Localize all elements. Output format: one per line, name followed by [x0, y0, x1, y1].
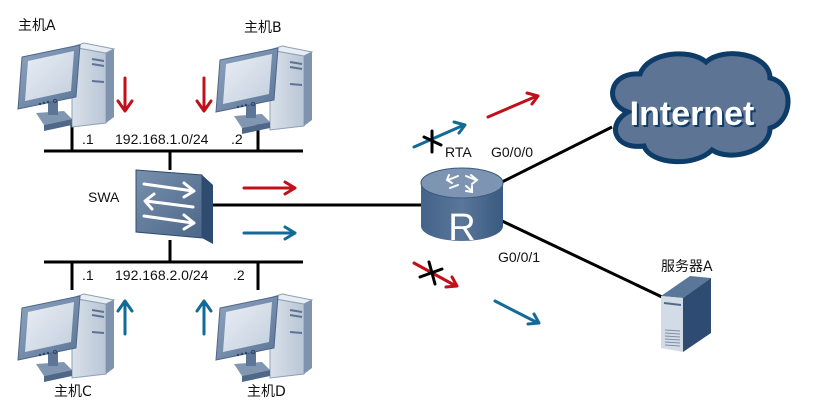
host-b-flow-arrow	[195, 76, 213, 113]
router-letter: R	[448, 207, 475, 249]
host-c-label: 主机C	[54, 384, 92, 400]
host-d[interactable]: 主机D	[215, 293, 313, 400]
flow-arrows	[116, 76, 541, 336]
router-arrows-icon	[445, 174, 479, 194]
server-red-arrow	[412, 261, 459, 289]
server-blue-arrow	[493, 299, 541, 326]
switch-out-blue-arrow	[242, 225, 297, 241]
blocked-blue-x-icon	[422, 129, 443, 154]
host-d-flow-arrow	[195, 299, 213, 336]
lan-bottom-right-suffix: .2	[233, 267, 245, 283]
internet-cloud[interactable]: Internet Internet	[610, 51, 791, 165]
router-internet-link	[499, 125, 613, 185]
lan-top-subnet: 192.168.1.0/24	[115, 131, 209, 147]
switch-swa[interactable]: SWA	[88, 169, 213, 244]
router-rta[interactable]: R RTA G0/0/0 G0/0/1	[420, 144, 540, 265]
server-a[interactable]: 服务器A	[661, 259, 713, 352]
lan-bottom-left-suffix: .1	[82, 267, 94, 283]
switch-arrows-icon	[142, 181, 196, 231]
host-b-label: 主机B	[244, 20, 282, 36]
router-label: RTA	[445, 144, 472, 160]
host-c-flow-arrow	[116, 299, 134, 336]
server-label: 服务器A	[661, 259, 713, 275]
internet-blue-arrow	[412, 120, 467, 149]
links	[44, 122, 663, 299]
switch-label: SWA	[88, 189, 120, 205]
host-b[interactable]: 主机B	[215, 20, 313, 135]
lan-bottom-subnet: 192.168.2.0/24	[115, 267, 209, 283]
host-a-label: 主机A	[18, 18, 56, 34]
internet-red-arrow	[486, 91, 540, 119]
host-a-flow-arrow	[116, 76, 134, 113]
internet-label-fg: Internet	[630, 95, 755, 133]
host-c[interactable]: 主机C	[17, 293, 115, 400]
internet-label: Internet	[632, 97, 757, 135]
lan-top-left-suffix: .1	[82, 131, 94, 147]
host-d-label: 主机D	[247, 384, 286, 400]
switch-out-red-arrow	[242, 180, 297, 196]
port-g001-label: G0/0/1	[498, 249, 540, 265]
router-server-link	[499, 218, 663, 299]
port-g000-label: G0/0/0	[491, 144, 533, 160]
host-a[interactable]: 主机A	[17, 18, 115, 132]
blocked-red-x-icon	[418, 260, 444, 286]
lan-top-right-suffix: .2	[231, 131, 243, 147]
